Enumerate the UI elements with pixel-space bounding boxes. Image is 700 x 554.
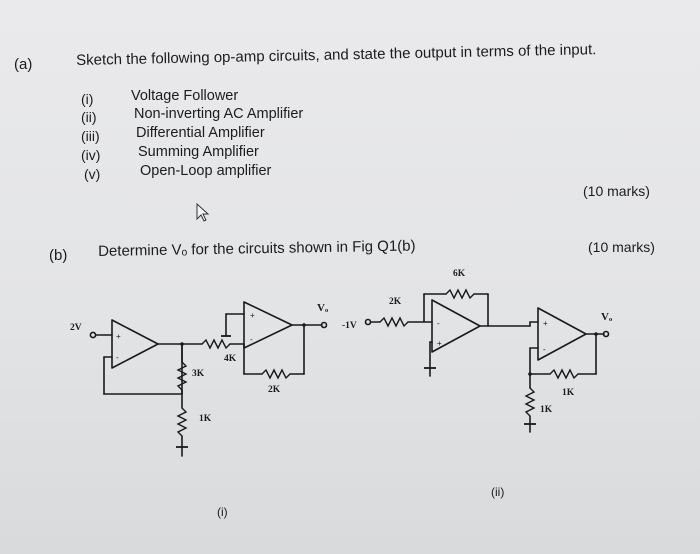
- resistor-ground-label: 1K: [540, 405, 553, 415]
- resistor-2k-input-icon: [379, 316, 409, 328]
- resistor-4k-label: 4K: [224, 354, 237, 364]
- resistor-4k-icon: [201, 338, 231, 350]
- resistor-1k-icon: [176, 407, 188, 437]
- list-item-text: Differential Amplifier: [136, 125, 265, 141]
- svg-text:+: +: [437, 339, 442, 348]
- resistor-2k-icon: [261, 368, 291, 380]
- svg-text:+: +: [116, 332, 121, 341]
- circuit-2-input-label: -1V: [342, 321, 357, 331]
- resistor-ground-icon: [524, 387, 536, 417]
- circuit-2-output-label: Vₒ: [601, 311, 613, 323]
- svg-text:-: -: [250, 335, 253, 344]
- svg-text:+: +: [543, 319, 548, 328]
- list-item-number: (v): [84, 166, 101, 182]
- op-amp-2-icon: [243, 301, 293, 349]
- list-item-text: Open-Loop amplifier: [140, 163, 272, 179]
- output-terminal-icon: [320, 321, 328, 329]
- op-amp-1-icon: [111, 319, 159, 369]
- resistor-6k-icon: [445, 288, 475, 300]
- list-item-text: Summing Amplifier: [138, 144, 259, 160]
- resistor-2k-input-label: 2K: [389, 297, 402, 307]
- input-terminal-icon: [89, 331, 97, 339]
- list-item-text: Voltage Follower: [131, 88, 239, 104]
- circuit-1-input-label: 2V: [70, 323, 82, 333]
- resistor-3k-label: 3K: [192, 369, 205, 379]
- list-item-number: (i): [81, 91, 94, 107]
- svg-text:-: -: [543, 345, 546, 354]
- resistor-3k-icon: [176, 361, 188, 391]
- list-item-text: Non-inverting AC Amplifier: [134, 106, 304, 122]
- output-terminal-icon: [602, 330, 610, 338]
- circuit-2-caption: (ii): [491, 485, 505, 499]
- circuit-1-caption: (i): [217, 505, 228, 519]
- circuit-1-output-label: Vₒ: [317, 302, 329, 314]
- resistor-1k-feedback-icon: [549, 368, 579, 380]
- op-amp-4-icon: [537, 307, 587, 361]
- resistor-1k-feedback-label: 1K: [562, 388, 575, 398]
- list-item-number: (iii): [81, 128, 100, 144]
- part-a-marks: (10 marks): [583, 183, 650, 199]
- op-amp-3-icon: [431, 299, 481, 353]
- list-item-number: (iv): [81, 147, 101, 163]
- input-terminal-icon: [364, 318, 372, 326]
- circuit-1-schematic: + - +: [89, 301, 328, 457]
- svg-text:-: -: [116, 353, 119, 362]
- svg-text:-: -: [437, 319, 440, 328]
- resistor-6k-label: 6K: [453, 269, 466, 279]
- part-a-label: (a): [14, 56, 33, 73]
- part-b-label: (b): [49, 247, 68, 264]
- part-b-marks: (10 marks): [588, 239, 655, 255]
- resistor-1k-label: 1K: [199, 414, 212, 424]
- resistor-2k-label: 2K: [268, 385, 281, 395]
- list-item-number: (ii): [81, 109, 97, 125]
- circuit-2-schematic: - + + -: [364, 288, 610, 433]
- svg-text:+: +: [250, 311, 255, 320]
